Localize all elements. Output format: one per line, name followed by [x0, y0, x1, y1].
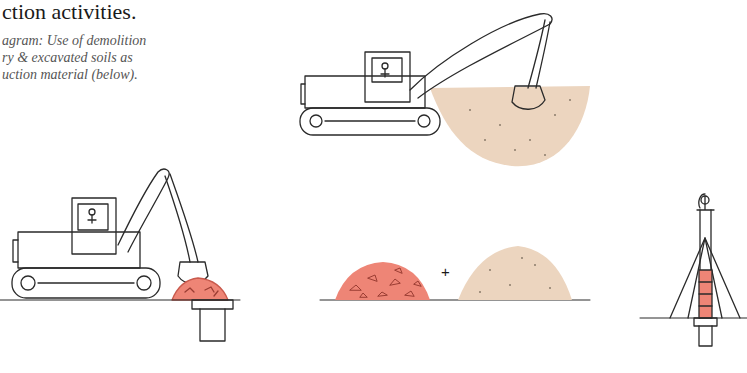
excavator-digging	[300, 14, 590, 167]
page-heading: ction activities.	[2, 0, 136, 24]
figure-caption: agram: Use of demolition ry & excavated …	[2, 32, 149, 83]
excavator-demolition	[12, 169, 233, 341]
piling-rig	[670, 194, 740, 346]
plus-sign: +	[441, 264, 450, 280]
material-piles	[335, 246, 572, 300]
